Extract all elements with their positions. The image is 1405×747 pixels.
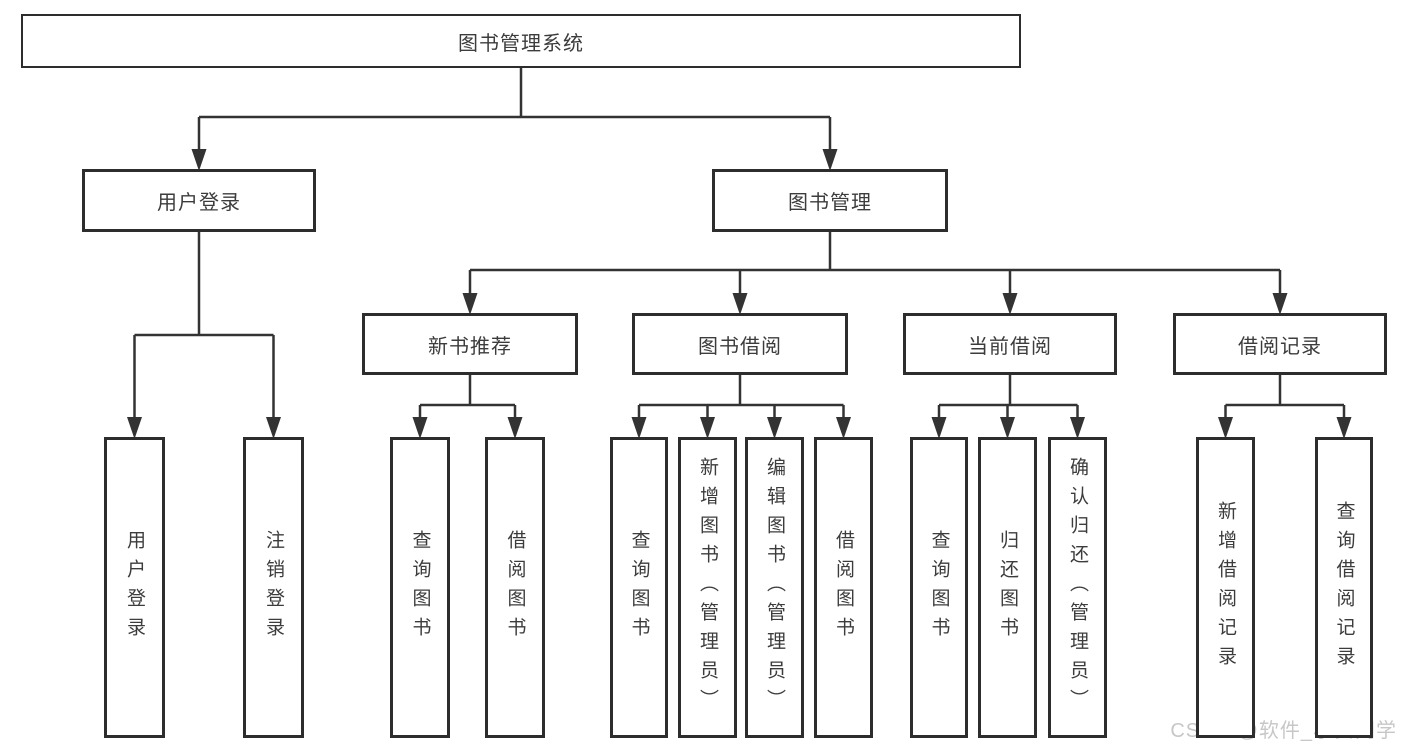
node-label-records: 借阅记录 xyxy=(1238,335,1322,358)
arrow-down-icon xyxy=(1336,417,1352,439)
node-label-current-query: 查询图书 xyxy=(928,529,950,646)
node-label-borrow-edit: 编辑图书（管理员） xyxy=(764,457,785,718)
node-label-current: 当前借阅 xyxy=(968,335,1052,358)
arrow-down-icon xyxy=(931,417,947,439)
arrow-down-icon xyxy=(127,417,142,439)
node-current: 当前借阅 xyxy=(903,313,1117,375)
arrow-down-icon xyxy=(266,417,281,439)
arrow-down-icon xyxy=(700,417,715,439)
node-label-root: 图书管理系统 xyxy=(458,32,584,55)
node-records: 借阅记录 xyxy=(1173,313,1387,375)
node-borrow-query: 查询图书 xyxy=(610,437,668,738)
node-label-borrow-query: 查询图书 xyxy=(628,529,650,646)
node-label-records-add: 新增借阅记录 xyxy=(1215,500,1236,675)
node-label-newbook-query: 查询图书 xyxy=(409,529,431,646)
node-label-login-user: 用户登录 xyxy=(124,529,145,646)
arrow-down-icon xyxy=(1000,417,1015,439)
node-label-records-query: 查询借阅记录 xyxy=(1333,500,1355,675)
node-newbook-borrow: 借阅图书 xyxy=(485,437,545,738)
node-label-current-return: 归还图书 xyxy=(997,529,1018,646)
node-records-add: 新增借阅记录 xyxy=(1196,437,1255,738)
node-label-current-confirm: 确认归还（管理员） xyxy=(1067,457,1088,718)
node-label-login: 用户登录 xyxy=(157,192,241,214)
node-current-query: 查询图书 xyxy=(910,437,968,738)
node-label-newbook: 新书推荐 xyxy=(428,335,512,358)
node-borrow: 图书借阅 xyxy=(632,313,848,375)
arrow-down-icon xyxy=(836,417,851,439)
node-login-user: 用户登录 xyxy=(104,437,165,738)
arrow-down-icon xyxy=(631,417,647,439)
node-records-query: 查询借阅记录 xyxy=(1315,437,1373,738)
node-borrow-edit: 编辑图书（管理员） xyxy=(745,437,804,738)
node-root: 图书管理系统 xyxy=(21,14,1021,68)
node-label-borrow-borrow: 借阅图书 xyxy=(833,529,854,646)
arrow-down-icon xyxy=(1002,293,1018,315)
arrow-down-icon xyxy=(1070,417,1085,439)
arrow-down-icon xyxy=(191,149,207,171)
arrow-down-icon xyxy=(412,417,428,439)
node-current-confirm: 确认归还（管理员） xyxy=(1048,437,1107,738)
node-login: 用户登录 xyxy=(82,169,316,232)
node-mgmt: 图书管理 xyxy=(712,169,948,232)
arrow-down-icon xyxy=(507,417,523,439)
arrow-down-icon xyxy=(822,149,838,171)
node-label-login-logout: 注销登录 xyxy=(263,529,284,646)
node-newbook: 新书推荐 xyxy=(362,313,578,375)
node-current-return: 归还图书 xyxy=(978,437,1037,738)
node-login-logout: 注销登录 xyxy=(243,437,304,738)
arrow-down-icon xyxy=(732,293,748,315)
node-label-borrow: 图书借阅 xyxy=(698,335,782,358)
node-newbook-query: 查询图书 xyxy=(390,437,450,738)
arrow-down-icon xyxy=(1272,293,1288,315)
arrow-down-icon xyxy=(767,417,782,439)
arrow-down-icon xyxy=(1218,417,1233,439)
node-borrow-add: 新增图书（管理员） xyxy=(678,437,737,738)
node-label-mgmt: 图书管理 xyxy=(788,192,872,214)
node-borrow-borrow: 借阅图书 xyxy=(814,437,873,738)
node-label-newbook-borrow: 借阅图书 xyxy=(504,529,526,646)
arrow-down-icon xyxy=(462,293,478,315)
node-label-borrow-add: 新增图书（管理员） xyxy=(697,457,718,718)
